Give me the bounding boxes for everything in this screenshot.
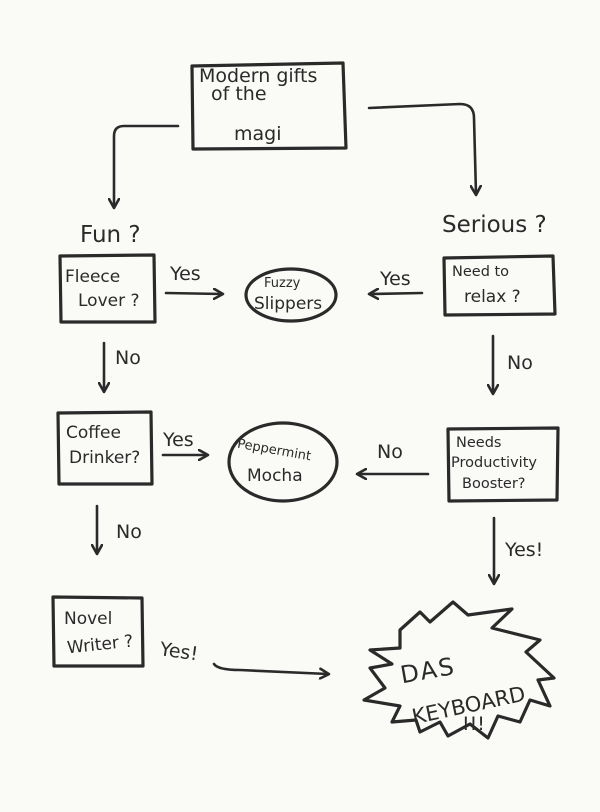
fleece-line-1: Fleece bbox=[65, 267, 120, 287]
edge-root-serious bbox=[367, 102, 476, 194]
edge-relax-slippers bbox=[370, 293, 424, 294]
coffee-line-2: Drinker? bbox=[69, 448, 140, 468]
outcome-keyboard: DAS KEYBOARD !!! bbox=[362, 600, 556, 740]
label-relax-no: No bbox=[507, 352, 533, 374]
edge-fleece-slippers bbox=[164, 293, 222, 294]
relax-box bbox=[442, 254, 557, 317]
root-node: Modern gifts of the magi bbox=[190, 61, 348, 151]
productivity-box bbox=[446, 426, 560, 503]
question-novel: Novel Writer ? bbox=[51, 595, 145, 668]
novel-line-1: Novel bbox=[64, 609, 112, 629]
novel-line-2: Writer ? bbox=[66, 632, 134, 659]
keyboard-line-1: DAS bbox=[398, 652, 458, 689]
slippers-line-1: Fuzzy bbox=[264, 276, 301, 291]
relax-line-2: relax ? bbox=[464, 287, 521, 307]
question-fleece: Fleece Lover ? bbox=[58, 253, 157, 324]
branch-serious-label: Serious ? bbox=[442, 212, 547, 238]
productivity-line-2: Productivity bbox=[451, 455, 537, 471]
relax-line-1: Need to bbox=[452, 264, 509, 280]
root-line-3: magi bbox=[234, 123, 282, 145]
slippers-oval bbox=[244, 267, 338, 323]
productivity-line-3: Booster? bbox=[462, 476, 526, 492]
label-relax-yes: Yes bbox=[379, 268, 411, 290]
label-novel-yes: Yes! bbox=[157, 638, 199, 665]
outcome-slippers: Fuzzy Slippers bbox=[244, 267, 338, 323]
coffee-line-1: Coffee bbox=[66, 423, 121, 443]
fleece-box bbox=[58, 253, 157, 324]
label-productivity-no: No bbox=[377, 441, 403, 463]
label-fleece-yes: Yes bbox=[169, 263, 201, 285]
coffee-box bbox=[56, 410, 154, 486]
novel-box bbox=[51, 595, 145, 668]
slippers-line-2: Slippers bbox=[254, 294, 322, 314]
edge-root-fun bbox=[114, 124, 180, 207]
keyboard-line-3: !!! bbox=[462, 713, 485, 735]
mocha-oval bbox=[227, 421, 339, 503]
root-box bbox=[190, 61, 348, 151]
label-coffee-no: No bbox=[116, 521, 142, 543]
edge-novel-keyboard bbox=[212, 662, 328, 674]
productivity-line-1: Needs bbox=[456, 435, 501, 451]
label-coffee-yes: Yes bbox=[162, 429, 194, 451]
keyboard-starburst bbox=[362, 600, 556, 740]
fleece-line-2: Lover ? bbox=[78, 291, 140, 311]
mocha-line-2: Mocha bbox=[247, 466, 303, 486]
question-coffee: Coffee Drinker? bbox=[56, 410, 154, 486]
root-line-1: Modern gifts bbox=[199, 65, 317, 87]
branch-fun-label: Fun ? bbox=[80, 222, 141, 248]
question-productivity: Needs Productivity Booster? bbox=[446, 426, 560, 503]
label-fleece-no: No bbox=[115, 347, 141, 369]
mocha-line-1: Peppermint bbox=[236, 437, 312, 465]
outcome-mocha: Peppermint Mocha bbox=[227, 421, 339, 503]
label-productivity-yes: Yes! bbox=[504, 539, 543, 561]
root-line-2: of the bbox=[211, 83, 267, 105]
question-relax: Need to relax ? bbox=[442, 254, 557, 317]
